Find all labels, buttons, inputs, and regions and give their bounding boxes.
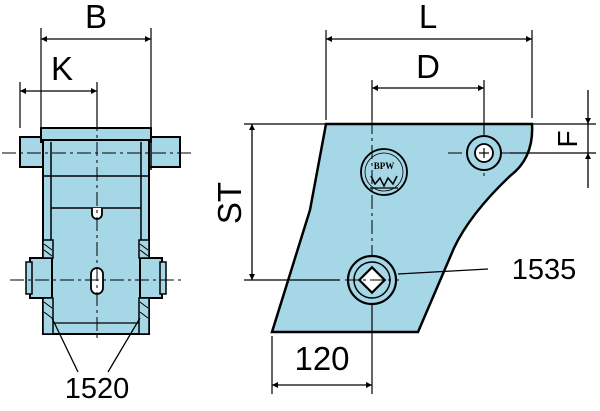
part-1535-label: 1535 bbox=[512, 254, 577, 286]
dim-k-label: K bbox=[51, 50, 73, 87]
dimension-f: F bbox=[552, 90, 591, 188]
dimension-120: 120 bbox=[272, 340, 372, 388]
dim-l-label: L bbox=[419, 0, 437, 35]
dim-120-label: 120 bbox=[294, 340, 349, 377]
logo-text: BPW bbox=[374, 161, 395, 171]
dim-d-label: D bbox=[416, 48, 440, 85]
dimension-d: D bbox=[372, 48, 484, 91]
lower-bolt bbox=[345, 254, 399, 306]
hanger-body bbox=[42, 139, 150, 335]
dim-f-label: F bbox=[552, 130, 583, 147]
bpw-logo-icon: BPW bbox=[360, 148, 408, 196]
dimension-l: L bbox=[326, 0, 532, 42]
bushing-right bbox=[138, 239, 167, 335]
dim-st-label: ST bbox=[211, 182, 248, 224]
dimension-k: K bbox=[20, 50, 97, 94]
dimension-st: ST bbox=[211, 124, 255, 280]
dimension-b: B bbox=[41, 0, 151, 42]
upper-bolt bbox=[466, 135, 502, 171]
side-view bbox=[2, 28, 192, 373]
part-1520-label: 1520 bbox=[65, 373, 130, 405]
dim-b-label: B bbox=[85, 0, 107, 35]
bushing-left bbox=[25, 239, 54, 335]
front-view: BPW bbox=[244, 30, 596, 394]
